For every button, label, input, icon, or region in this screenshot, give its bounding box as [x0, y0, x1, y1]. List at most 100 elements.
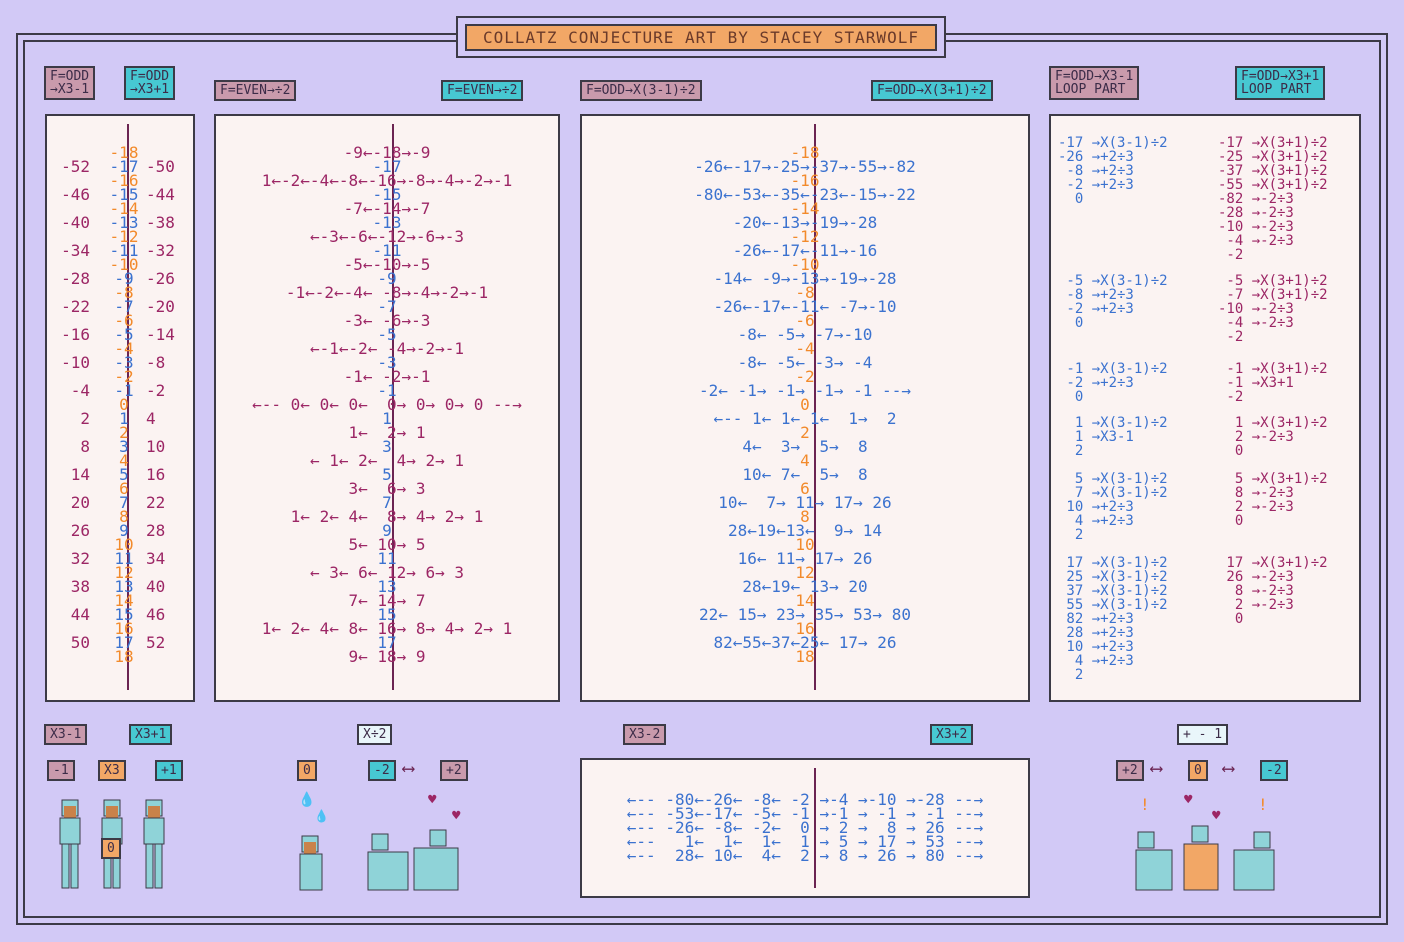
panel1-left-value: 8 — [80, 437, 90, 456]
exclaim-icon: ! — [1140, 795, 1150, 814]
panel1-right-value: -32 — [146, 241, 175, 260]
panel1-center-value: 5 — [119, 465, 129, 484]
panel-even-tree — [214, 114, 560, 702]
panel2-line: -1←-2←-4← -8→-4→-2→-1 — [285, 283, 489, 302]
loop-plus-line: -1 →X3+1 — [1218, 375, 1294, 391]
panel1-center-value: 15 — [114, 605, 134, 624]
panel3-line: -4 — [795, 339, 815, 358]
panel3-line: 22← 15→ 23→ 35→ 53→ 80 — [699, 605, 911, 624]
loop-minus-line: -2 →+2÷3 — [1058, 375, 1134, 391]
panel2-line: ← 1← 2← 4→ 2→ 1 — [309, 451, 465, 470]
panel3-line: -8← -5← -3→ -4 — [737, 353, 873, 372]
panel1-left-value: -16 — [61, 325, 90, 344]
loop-minus-line: -1 →X(3-1)÷2 — [1058, 361, 1168, 377]
panel1-center-value: -8 — [114, 283, 134, 302]
character-right — [143, 799, 165, 889]
panel1-center-value: -9 — [114, 269, 134, 288]
panel2-line: -1 — [377, 381, 397, 400]
loop-minus-line: 2 — [1058, 443, 1084, 459]
panel5-line: ←-- -80←-26← -8← -2 →-4 →-10 →-28 --→ — [626, 790, 984, 809]
loop-plus-line: -25 →X(3+1)÷2 — [1218, 149, 1328, 165]
panel2-line: -3 — [377, 353, 397, 372]
panel1-left-value: 38 — [70, 577, 90, 596]
panel1-right-value: -2 — [146, 381, 166, 400]
loop-plus-line: -2 — [1218, 247, 1244, 263]
panel3-line: -8← -5→ -7→-10 — [737, 325, 873, 344]
panel1-center-value: 14 — [114, 591, 134, 610]
panel3-line: 4← 3→ 5→ 8 — [742, 437, 868, 456]
tag-x-div-2: X÷2 — [357, 724, 393, 745]
panel1-center-value: 2 — [119, 423, 129, 442]
panel3-line: -2 — [795, 367, 815, 386]
loop-plus-line: 26 →-2÷3 — [1218, 569, 1294, 585]
panel3-line: 10← 7← 5→ 8 — [742, 465, 868, 484]
panel2-line: 5← 10→ 5 — [348, 535, 426, 554]
panel2-line: 7← 14→ 7 — [348, 591, 426, 610]
panel1-center-value: 4 — [119, 451, 129, 470]
loop-plus-line: -82 →-2÷3 — [1218, 191, 1294, 207]
panel1-right-value: 28 — [146, 521, 166, 540]
double-arrow-icon: ⟷ — [403, 758, 414, 779]
panel2-line: -7 — [377, 297, 397, 316]
droplet-icon: 💧 — [298, 791, 315, 808]
loop-minus-line: 4 →+2÷3 — [1058, 513, 1134, 529]
loop-minus-line: -8 →+2÷3 — [1058, 287, 1134, 303]
tag-even-div2-right: F=EVEN→÷2 — [441, 80, 524, 101]
panel2-line: 9 — [382, 521, 392, 540]
panel1-center-value: -2 — [114, 367, 134, 386]
panel5-line: ←-- 28← 10← 4← 2 → 8 → 26 → 80 --→ — [626, 846, 984, 865]
panel3-line: -26←-17←-11← -7→-10 — [713, 297, 897, 316]
panel2-line: 7 — [382, 493, 392, 512]
panel1-left-value: -34 — [61, 241, 90, 260]
panel2-line: 3← 6→ 3 — [348, 479, 426, 498]
panel1-right-value: 40 — [146, 577, 166, 596]
loop-minus-line: 37 →X(3-1)÷2 — [1058, 583, 1168, 599]
panel2-line: -13 — [372, 213, 402, 232]
tag-x3-plus-1: X3+1 — [129, 724, 173, 745]
panel3-line: -10 — [790, 255, 820, 274]
panel2-line: 1 — [382, 409, 392, 428]
panel1-right-value: 22 — [146, 493, 166, 512]
character-left — [59, 799, 81, 889]
panel1-left-value: -52 — [61, 157, 90, 176]
panel1-right-value: 46 — [146, 605, 166, 624]
panel2-line: -11 — [372, 241, 402, 260]
panel2-line: -5 — [377, 325, 397, 344]
panel2-line: ←-- 0← 0← 0← 0→ 0→ 0→ 0 --→ — [252, 395, 522, 414]
panel2-line: ← 3← 6← 12→ 6→ 3 — [309, 563, 465, 582]
panel2-line: 9← 18→ 9 — [348, 647, 426, 666]
panel1-right-value: -8 — [146, 353, 166, 372]
panel3-line: 10 — [795, 535, 815, 554]
loop-minus-line: -5 →X(3-1)÷2 — [1058, 273, 1168, 289]
panel1-center-value: 1 — [119, 409, 129, 428]
panel1-center-value: 10 — [114, 535, 134, 554]
loop-plus-line: -10 →-2÷3 — [1218, 219, 1294, 235]
panel1-center-value: -1 — [114, 381, 134, 400]
loop-minus-line: 17 →X(3-1)÷2 — [1058, 555, 1168, 571]
tag-x3-plus-2: X3+2 — [930, 724, 974, 745]
tag-minus-2-b: -2 — [1260, 760, 1288, 781]
panel2-line: -5←-10→-5 — [343, 255, 431, 274]
panel1-center-value: -5 — [114, 325, 134, 344]
panel5-line: ←-- -26← -8← -2← 0 → 2 → 8 → 26 --→ — [626, 818, 984, 837]
tag-plus-minus-1: + - 1 — [1177, 724, 1229, 745]
panel3-line: 4 — [800, 451, 810, 470]
loop-minus-line: 2 — [1058, 667, 1084, 683]
panel2-line: -15 — [372, 185, 402, 204]
panel2-line: 3 — [382, 437, 392, 456]
panel3-line: 2 — [800, 423, 810, 442]
panel1-left-value: -28 — [61, 269, 90, 288]
loop-minus-line: 7 →X(3-1)÷2 — [1058, 485, 1168, 501]
panel1-center-value: 12 — [114, 563, 134, 582]
loop-plus-line: 1 →X(3+1)÷2 — [1218, 415, 1328, 431]
characters-group-2: 💧 💧 ♥ ♥ — [298, 791, 461, 891]
loop-plus-line: 0 — [1218, 611, 1244, 627]
loop-plus-line: 2 →-2÷3 — [1218, 499, 1294, 515]
loop-plus-line: -37 →X(3+1)÷2 — [1218, 163, 1328, 179]
panel2-line: -7←-14→-7 — [343, 199, 431, 218]
tag-zero: 0 — [297, 760, 317, 781]
loop-minus-line: 2 — [1058, 527, 1084, 543]
loop-minus-line: 55 →X(3-1)÷2 — [1058, 597, 1168, 613]
panel1-center-value: -10 — [109, 255, 139, 274]
panel2-line: 5 — [382, 465, 392, 484]
